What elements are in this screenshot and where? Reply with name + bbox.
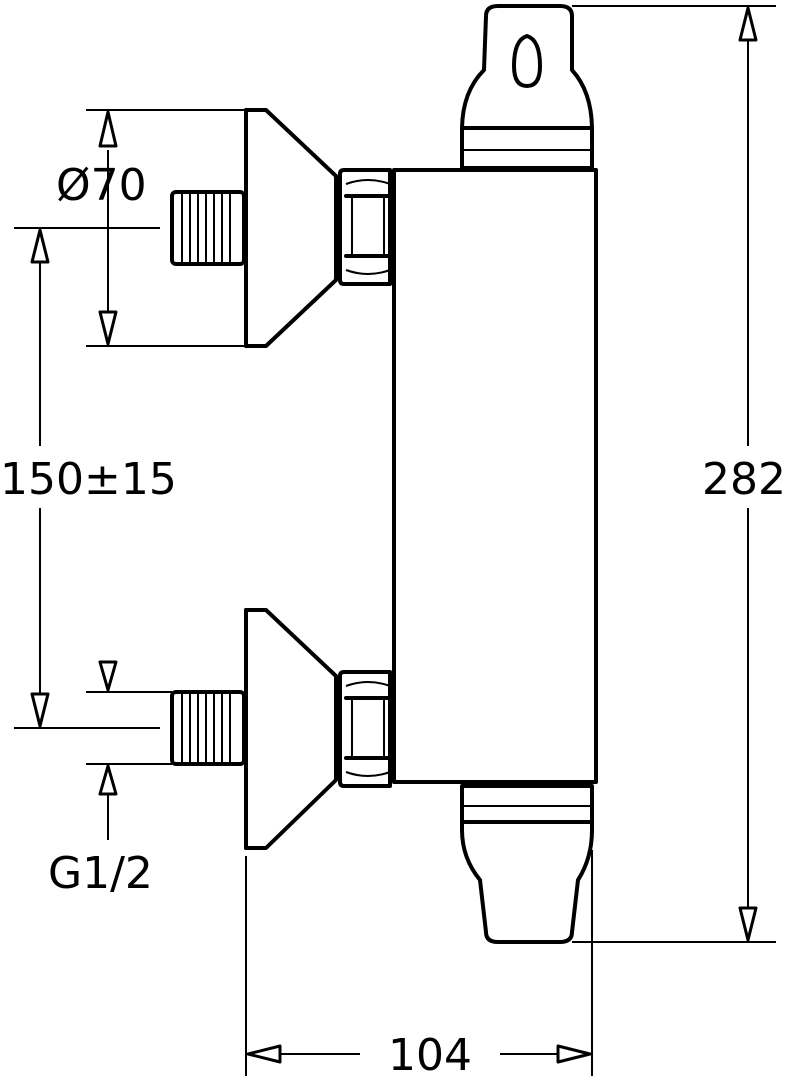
arrow-up-icon xyxy=(738,6,758,42)
arrow-up-icon xyxy=(30,228,50,264)
dimension-spacing: 150±15 xyxy=(0,227,177,729)
dimension-width: 104 xyxy=(245,850,593,1080)
arrow-up-icon xyxy=(98,110,118,148)
top-control-knob xyxy=(460,4,594,170)
dimension-thread: G1/2 xyxy=(48,660,172,899)
arrow-left-icon xyxy=(246,1044,282,1064)
mixer-body xyxy=(392,168,598,784)
spacing-label: 150±15 xyxy=(0,454,177,505)
bottom-control-knob xyxy=(460,784,594,944)
dimension-diameter: Ø70 xyxy=(56,109,246,347)
arrow-right-icon xyxy=(556,1044,592,1064)
upper-connection xyxy=(170,108,392,348)
diameter-label: Ø70 xyxy=(56,160,147,211)
arrow-down-icon xyxy=(98,310,118,346)
arrow-down-icon xyxy=(738,906,758,942)
thread-label: G1/2 xyxy=(48,848,153,899)
dimension-height: 282 xyxy=(572,5,786,943)
width-label: 104 xyxy=(388,1030,472,1080)
height-label: 282 xyxy=(702,454,786,505)
arrow-down-icon xyxy=(30,692,50,728)
arrow-up-icon xyxy=(98,764,118,796)
arrow-down-icon xyxy=(98,660,118,692)
lower-connection xyxy=(170,608,392,850)
